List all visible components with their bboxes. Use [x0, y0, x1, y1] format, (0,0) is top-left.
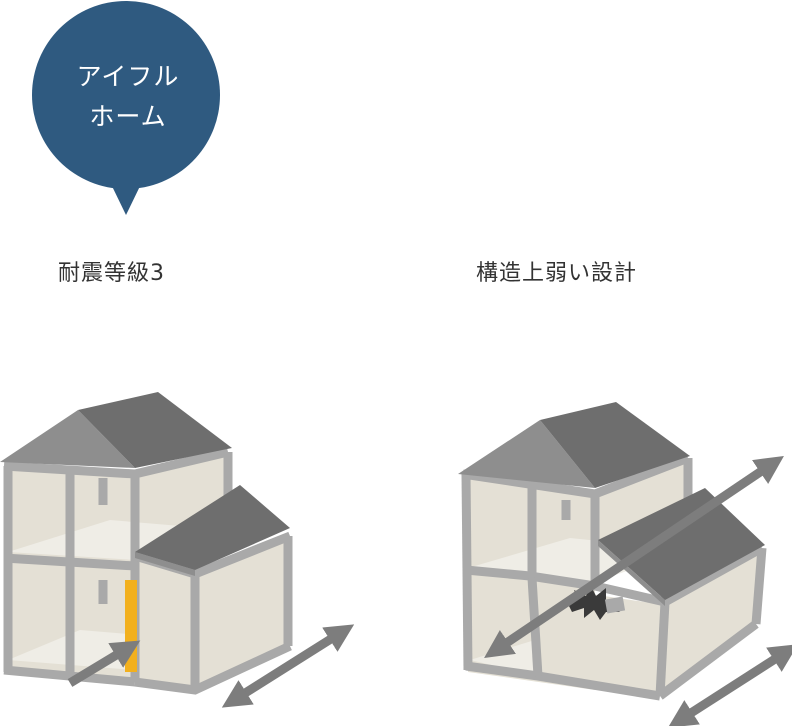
force-arrow-diagonal [484, 455, 784, 659]
house-strong [0, 392, 355, 708]
wall-annex-front [135, 560, 195, 688]
roof-main-right [78, 392, 232, 468]
frame-main [3, 447, 233, 687]
badge-label: アイフル ホーム [33, 57, 223, 137]
badge-line-1: アイフル [76, 62, 180, 91]
badge-bubble [32, 1, 220, 189]
seismic-double-arrow-left [221, 624, 355, 708]
badge-line-2: ホーム [89, 102, 167, 131]
caption-seismic-grade: 耐震等級3 [58, 261, 165, 286]
roof-annex [135, 485, 290, 570]
company-badge [32, 1, 220, 215]
force-arrow-inner [67, 640, 141, 687]
badge-pointer [110, 182, 142, 215]
roof-annex-edge [135, 552, 195, 576]
caption-weak-structure: 構造上弱い設計 [476, 261, 638, 286]
roof-main-left [0, 410, 135, 468]
house-weak [458, 402, 792, 726]
seismic-double-arrow-right [667, 644, 792, 726]
reinforced-column [125, 580, 137, 672]
